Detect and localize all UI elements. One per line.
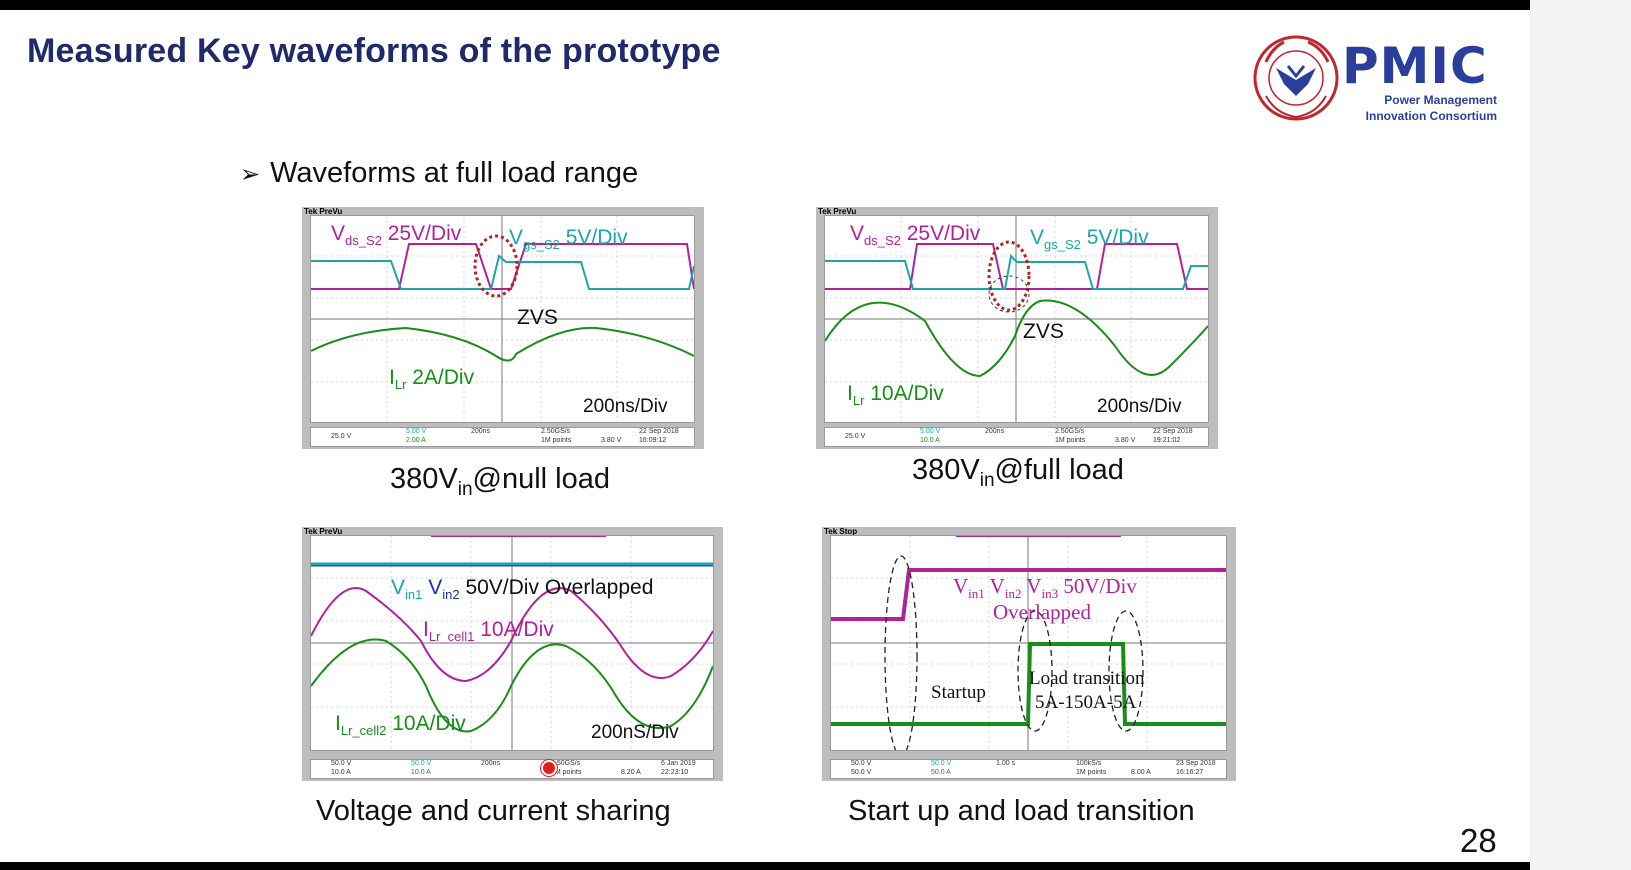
slide: Measured Key waveforms of the prototype … [0, 10, 1530, 862]
caption-null-load: 380Vin@null load [390, 463, 610, 500]
time-scale-label: 200nS/Div [591, 722, 679, 743]
zju-seal-icon [1253, 35, 1339, 121]
zvs-label: ZVS [517, 306, 558, 329]
scope-startup: Tek Stop Vin1 Vin2 Vin3 50V/Div Ove [822, 527, 1236, 781]
scope-header: Tek PreVu [304, 527, 343, 536]
caption-startup: Start up and load transition [848, 795, 1195, 827]
waveform-plot [825, 216, 1208, 422]
scope-null-load: Tek PreVu Vds_S2 25V/Div Vgs_S2 5V/Div Z… [302, 207, 704, 449]
top-black-bar [0, 0, 1530, 10]
bullet-arrow-icon: ➢ [240, 161, 261, 188]
vds-label: Vds_S2 25V/Div [331, 222, 462, 249]
scope-screen: Vin1 Vin2 50V/Div Overlapped ILr_cell1 1… [310, 535, 714, 751]
overlapped-label: Overlapped [993, 600, 1091, 624]
load-transition-label: Load transition [1029, 668, 1145, 689]
scope-sharing: Tek PreVu Vin1 Vin2 50V/Div Overlapped I… [302, 527, 723, 781]
zvs-label: ZVS [1023, 320, 1064, 343]
scope-status-bar: 50.0 V 10.0 A 50.0 V 10.0 A 200ns 2.50GS… [310, 759, 714, 779]
scope-status-bar: 25.0 V 5.00 V 2.00 A 200ns 2.50GS/s 1M p… [310, 427, 695, 447]
time-scale-label: 200ns/Div [583, 396, 668, 417]
bullet-item: ➢ Waveforms at full load range [240, 157, 638, 190]
scope-header: Tek PreVu [818, 207, 857, 216]
bottom-black-bar [0, 862, 1530, 870]
scope-status-bar: 50.0 V 50.0 V 50.0 V 50.0 A 1.00 s 100kS… [830, 759, 1227, 779]
scope-screen: Vin1 Vin2 Vin3 50V/Div Overlapped Startu… [830, 535, 1227, 751]
vgs-label: Vgs_S2 5V/Div [1030, 226, 1149, 253]
scope-screen: Vds_S2 25V/Div Vgs_S2 5V/Div ZVS ILr 2A/… [310, 215, 695, 423]
ilr-label: ILr 10A/Div [847, 382, 944, 409]
pmic-logo: PMIC Power Management Innovation Consort… [1342, 40, 1497, 124]
record-indicator-icon[interactable] [541, 760, 557, 776]
caption-full-load: 380Vin@full load [912, 454, 1124, 491]
ilr-label: ILr 2A/Div [389, 366, 475, 393]
scope-full-load: Tek PreVu Vds_S2 25V/Div Vgs_S2 5V/Div [816, 207, 1218, 449]
waveform-plot [311, 216, 694, 422]
startup-label: Startup [931, 682, 986, 703]
scope-status-bar: 25.0 V 5.00 V 10.0 A 200ns 2.50GS/s 1M p… [824, 427, 1209, 447]
pmic-line1: Power Management [1384, 93, 1497, 107]
waveform-plot [831, 536, 1226, 750]
ilr-cell1-label: ILr_cell1 10A/Div [423, 618, 554, 645]
page-title: Measured Key waveforms of the prototype [27, 32, 721, 70]
vgs-label: Vgs_S2 5V/Div [509, 226, 628, 253]
right-gutter [1530, 0, 1631, 870]
pmic-line2: Innovation Consortium [1365, 109, 1497, 123]
pmic-wordmark: PMIC [1342, 37, 1488, 95]
scope-screen: Vds_S2 25V/Div Vgs_S2 5V/Div ZVS ILr 10A… [824, 215, 1209, 423]
scope-header: Tek Stop [824, 527, 858, 536]
caption-sharing: Voltage and current sharing [316, 795, 671, 827]
page-number: 28 [1460, 822, 1497, 859]
scope-header: Tek PreVu [304, 207, 343, 216]
vds-label: Vds_S2 25V/Div [850, 222, 981, 249]
ilr-cell2-label: ILr_cell2 10A/Div [335, 712, 466, 739]
vin-label: Vin1 Vin2 50V/Div Overlapped [391, 576, 654, 603]
waveform-plot [311, 536, 713, 750]
bullet-text: Waveforms at full load range [270, 157, 639, 189]
load-steps-label: 5A-150A-5A [1035, 692, 1137, 713]
vin-label: Vin1 Vin2 Vin3 50V/Div [953, 574, 1137, 602]
time-scale-label: 200ns/Div [1097, 396, 1182, 417]
